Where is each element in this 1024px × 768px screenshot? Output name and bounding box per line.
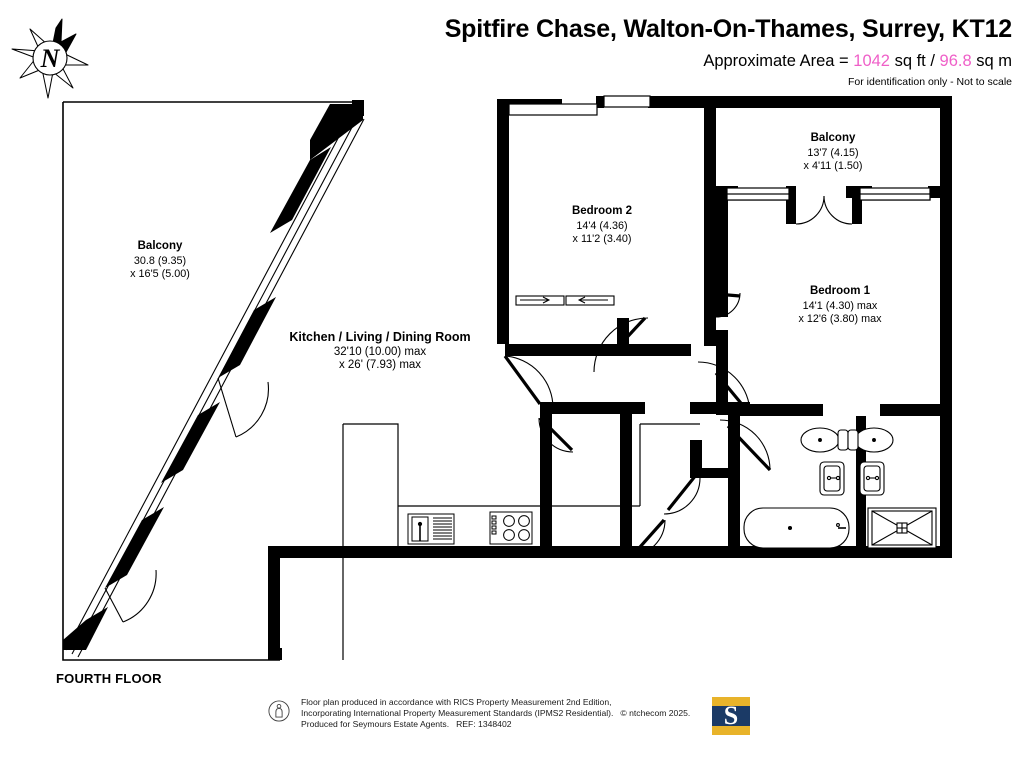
area-sqft-value: 1042 <box>853 52 890 70</box>
footer-line-2: Incorporating International Property Mea… <box>301 708 690 719</box>
room-name: Kitchen / Living / Dining Room <box>289 330 471 344</box>
room-dim-1: 14'4 (4.36) <box>576 219 628 232</box>
wardrobe-arrows <box>520 296 608 304</box>
room-name: Balcony <box>137 240 183 252</box>
footer-copyright: © ntchecom 2025. <box>620 708 691 719</box>
french-door-arcs <box>795 195 853 225</box>
diagonal-wall-segments <box>63 104 363 650</box>
balcony-left-outline <box>62 101 357 661</box>
room-label-bedroom-2: Bedroom 2 14'4 (4.36) x 11'2 (3.40) <box>547 205 657 247</box>
footer-reference: REF: 1348402 <box>456 719 512 730</box>
kitchen-sink <box>407 513 455 545</box>
walls <box>268 96 952 660</box>
door-leaves <box>503 292 772 558</box>
area-sqft-unit: sq ft / <box>890 52 940 70</box>
logo-top-bar <box>712 697 750 706</box>
kitchen-hob <box>489 511 533 545</box>
footer-credits: Floor plan produced in accordance with R… <box>301 697 690 731</box>
room-name: Bedroom 2 <box>571 205 633 217</box>
room-dim-2: x 12'6 (3.80) max <box>798 313 882 325</box>
logo-letter: S <box>723 701 739 730</box>
footer-block: Floor plan produced in accordance with R… <box>268 697 768 741</box>
room-dim-1: 14'1 (4.30) max <box>802 299 878 312</box>
compass-north-letter: N <box>40 44 61 73</box>
footer-line-1: Floor plan produced in accordance with R… <box>301 697 612 707</box>
kitchen-units <box>342 423 700 660</box>
seymours-logo: S <box>712 697 750 735</box>
compass-rose: N <box>4 12 96 104</box>
area-prefix-label: Approximate Area = <box>703 52 854 70</box>
room-dim-1: 13'7 (4.15) <box>807 146 859 159</box>
bathroom-fixtures-right <box>847 427 937 549</box>
room-dim-2: x 11'2 (3.40) <box>572 233 632 245</box>
balcony-door-leaves <box>104 377 237 623</box>
footer-line-3: Produced for Seymours Estate Agents. REF:… <box>301 719 690 730</box>
bathroom-fixtures-left <box>743 427 850 549</box>
floor-level-label: FOURTH FLOOR <box>56 671 162 686</box>
balcony-door-arcs <box>122 381 269 623</box>
approximate-area: Approximate Area = 1042 sq ft / 96.8 sq … <box>445 50 1012 72</box>
footer-line-3a: Produced for Seymours Estate Agents. <box>301 719 450 730</box>
room-name: Bedroom 1 <box>809 285 871 297</box>
room-label-balcony-right: Balcony 13'7 (4.15) x 4'11 (1.50) <box>778 132 888 174</box>
person-info-icon <box>268 700 290 722</box>
diagonal-glazing <box>65 111 365 658</box>
room-dim-2: x 26' (7.93) max <box>338 359 422 371</box>
room-name: Balcony <box>810 132 856 144</box>
header-block: Spitfire Chase, Walton-On-Thames, Surrey… <box>444 14 1013 89</box>
room-label-kitchen-living-dining: Kitchen / Living / Dining Room 32'10 (10… <box>270 330 490 373</box>
room-label-balcony-left: Balcony 30.8 (9.35) x 16'5 (5.00) <box>105 240 215 282</box>
area-sqm-value: 96.8 <box>939 52 972 70</box>
room-dim-2: x 16'5 (5.00) <box>130 268 190 280</box>
logo-bottom-bar <box>712 726 750 735</box>
footer-line-2a: Incorporating International Property Mea… <box>301 708 614 719</box>
room-dim-2: x 4'11 (1.50) <box>803 160 863 172</box>
room-dim-1: 30.8 (9.35) <box>133 254 187 267</box>
room-label-bedroom-1: Bedroom 1 14'1 (4.30) max x 12'6 (3.80) … <box>765 285 915 327</box>
windows <box>508 95 931 201</box>
area-sqm-unit: sq m <box>971 52 1012 70</box>
disclaimer-text: For identification only - Not to scale <box>848 76 1012 88</box>
page-title: Spitfire Chase, Walton-On-Thames, Surrey… <box>444 15 1013 43</box>
room-dim-1: 32'10 (10.00) max <box>333 345 427 358</box>
